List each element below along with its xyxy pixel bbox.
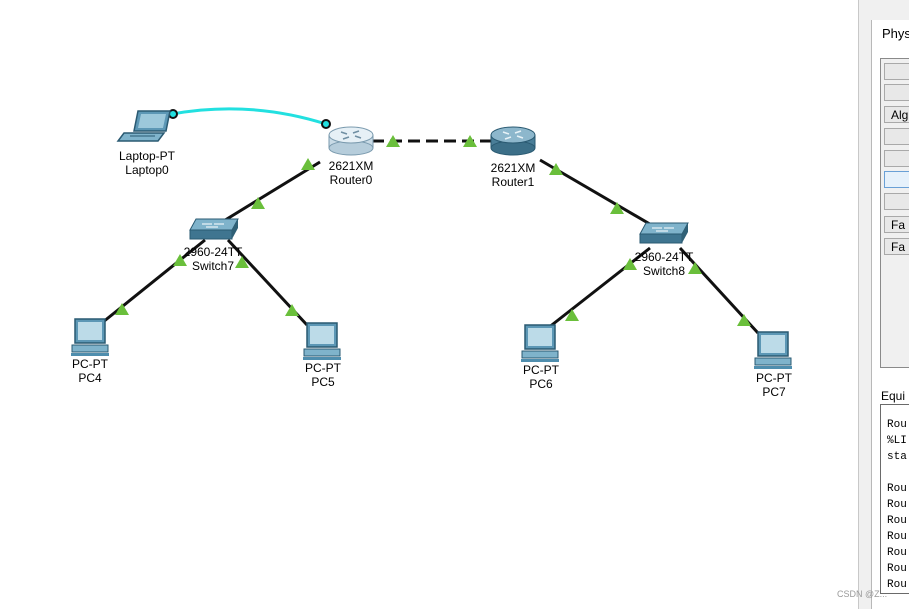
console-port-router [321,119,331,129]
device-model: PC-PT [72,357,108,371]
console-line: Rou [887,579,907,591]
config-list-item[interactable] [884,63,909,80]
panel-header [859,0,909,20]
link-status-group [115,135,751,326]
link-up-indicator [285,304,299,316]
device-name: PC6 [529,377,553,391]
link-up-indicator [688,262,702,274]
config-list-item[interactable] [884,150,909,167]
device-label-pc6: PC-PT PC6 [523,363,559,391]
device-name: PC7 [762,385,786,399]
pc-icon[interactable] [521,324,559,362]
link-up-indicator [115,303,129,315]
console-line: Rou [887,547,907,559]
link-router0-switch7[interactable] [221,160,321,224]
console-line: sta [887,451,907,463]
console-output[interactable]: Rou %LI sta Rou Rou Rou Rou Rou Rou Rou [880,404,909,594]
router-icon[interactable] [328,126,374,156]
link-up-indicator [549,163,563,175]
link-up-indicator [386,135,400,147]
config-list-item[interactable] [884,128,909,145]
router-icon[interactable] [490,126,536,156]
pc-icon[interactable] [754,331,792,369]
link-up-indicator [301,158,315,170]
config-list-item[interactable] [884,84,909,101]
device-name: Router1 [491,175,535,189]
topology-diagram [71,107,792,369]
device-model: Laptop-PT [118,149,176,163]
link-up-indicator [173,254,187,266]
link-up-indicator [737,314,751,326]
device-name: Switch7 [191,259,235,273]
console-line: Rou [887,499,907,511]
console-line: Rou [887,483,907,495]
config-list-item[interactable]: Fa [884,238,909,255]
laptop-icon[interactable] [116,110,171,142]
equivalent-commands-label: Equi [881,389,906,403]
device-name: PC4 [78,371,102,385]
workspace-canvas[interactable]: Laptop-PT Laptop0 2621XM Router0 2621XM … [0,0,858,609]
device-model: PC-PT [523,363,559,377]
link-up-indicator [623,258,637,270]
config-list-item[interactable]: Fa [884,216,909,233]
device-label-laptop0: Laptop-PT Laptop0 [119,149,175,177]
link-up-indicator [610,202,624,214]
link-up-indicator [235,256,249,268]
config-list-item-selected[interactable] [884,171,909,188]
console-line: Rou [887,515,907,527]
device-name: Router0 [329,173,373,187]
device-label-pc5: PC-PT PC5 [305,361,341,389]
switch-icon[interactable] [639,222,689,244]
watermark-text: CSDN @Z... [837,589,888,599]
device-name: Laptop0 [125,163,169,177]
pc-icon[interactable] [303,322,341,360]
link-up-indicator [565,309,579,321]
device-label-switch8: 2960-24TT Switch8 [635,250,694,278]
switch-icon[interactable] [189,218,239,240]
config-list-item[interactable]: Alg [884,106,909,123]
device-model: PC-PT [756,371,792,385]
config-list-box [880,58,909,368]
device-model: 2621XM [490,161,536,175]
tab-physical[interactable]: Phys [882,26,909,41]
device-model: 2621XM [328,159,374,173]
console-line: Rou [887,563,907,575]
console-line: Rou [887,419,907,431]
config-list-item[interactable] [884,193,909,210]
link-switch8-pc6[interactable] [547,246,651,330]
device-label-router1: 2621XM Router1 [491,161,536,189]
link-up-indicator [463,135,477,147]
device-model: 2960-24TT [634,250,694,264]
device-name: Switch8 [642,264,686,278]
link-laptop0-router0-console[interactable] [171,107,327,126]
device-label-pc4: PC-PT PC4 [72,357,108,385]
device-label-switch7: 2960-24TT Switch7 [184,245,243,273]
link-up-indicator [251,197,265,209]
device-model: 2960-24TT [183,245,243,259]
console-line: Rou [887,531,907,543]
device-model: PC-PT [305,361,341,375]
device-label-pc7: PC-PT PC7 [756,371,792,399]
pc-icon[interactable] [71,318,109,356]
console-line: %LI [887,435,907,447]
device-label-router0: 2621XM Router0 [329,159,374,187]
device-name: PC5 [311,375,335,389]
